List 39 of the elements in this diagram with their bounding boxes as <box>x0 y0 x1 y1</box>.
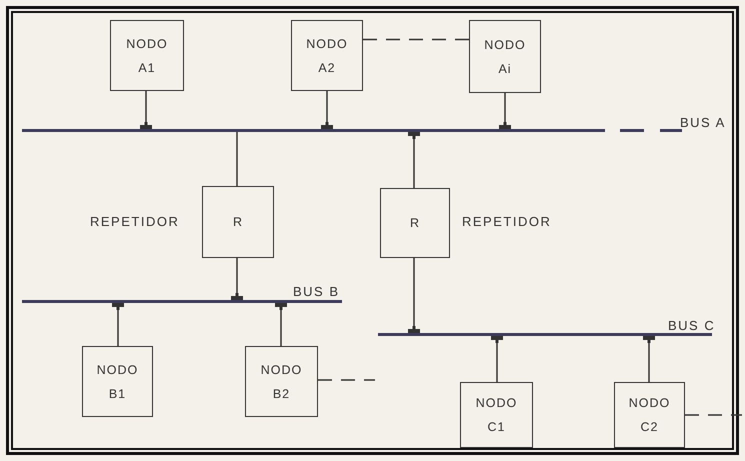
tap-connector <box>231 258 243 300</box>
tap-connector <box>491 336 503 382</box>
repeater-label: REPETIDOR <box>90 214 180 229</box>
repeater-box <box>380 188 450 258</box>
node-label: NODO A1 <box>125 36 169 76</box>
node-label: NODO Ai <box>483 36 527 78</box>
connector-line <box>685 414 742 416</box>
node-box <box>110 20 184 91</box>
node-label: NODO C2 <box>628 395 672 436</box>
bus-label: BUS C <box>668 318 716 333</box>
connector-line <box>318 379 375 381</box>
node-box <box>469 20 541 93</box>
connector-line <box>363 38 469 40</box>
tap-connector <box>275 303 287 346</box>
node-label: NODO C1 <box>474 395 518 436</box>
tap-connector <box>321 91 333 129</box>
node-box <box>460 382 533 448</box>
node-label: R <box>232 214 244 231</box>
node-label: NODO B2 <box>260 362 304 402</box>
node-box <box>82 346 153 417</box>
tap-connector <box>499 93 511 129</box>
node-label: NODO B1 <box>96 362 140 402</box>
node-label: NODO A2 <box>305 36 349 76</box>
node-label: R <box>408 215 422 232</box>
bus-label: BUS A <box>680 115 726 130</box>
node-box <box>245 346 318 417</box>
repeater-box <box>202 186 274 258</box>
connector-line <box>236 132 238 186</box>
tap-connector <box>408 132 420 188</box>
node-box <box>614 382 685 448</box>
repeater-label: REPETIDOR <box>462 214 552 229</box>
tap-connector <box>112 303 124 346</box>
bus-label: BUS B <box>293 284 340 299</box>
tap-connector <box>408 258 420 333</box>
tap-connector <box>140 91 152 129</box>
bus-line <box>378 333 712 336</box>
tap-connector <box>643 336 655 382</box>
bus-line <box>22 300 342 303</box>
node-box <box>291 20 363 91</box>
